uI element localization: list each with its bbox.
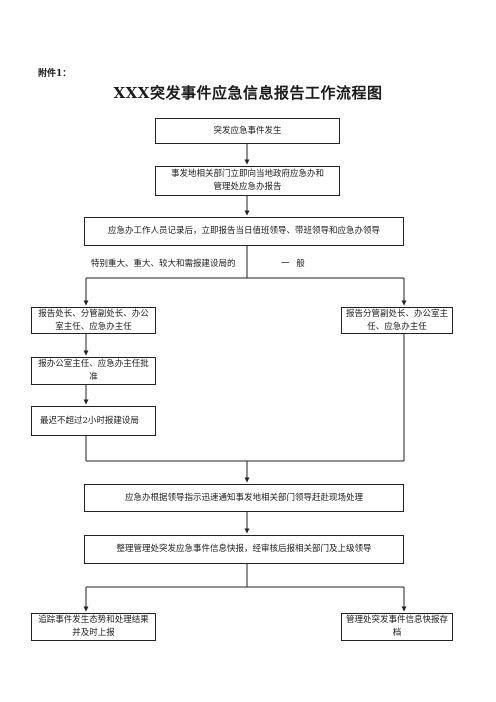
node-archive-report-text: 管理处突发事件信息快报存档 [346, 615, 449, 638]
node-notify-dept-text: 应急办根据领导指示迅速通知事发地相关部门领导赶赴现场处理 [124, 492, 363, 503]
node-report-leaders-right: 报告分管副处长、办公室主任、应急办主任 [341, 307, 453, 334]
attachment-label: 附件1： [38, 69, 72, 79]
node-director-approve: 报办公室主任、应急办主任批准 [31, 357, 156, 385]
node-dept-report: 事发地相关部门立即向当地政府应急办和管理处应急办报告 [155, 166, 340, 196]
node-compile-report: 整理管理处突发应急事件信息快报，经审核后报相关部门及上级领导 [84, 535, 404, 564]
node-report-bureau: 最迟不超过2小时报建设局 [31, 406, 156, 436]
node-notify-dept: 应急办根据领导指示迅速通知事发地相关部门领导赶赴现场处理 [84, 484, 404, 512]
node-archive-report: 管理处突发事件信息快报存档 [341, 613, 453, 641]
node-compile-report-text: 整理管理处突发应急事件信息快报，经审核后报相关部门及上级领导 [116, 544, 372, 554]
node-report-bureau-text: 最迟不超过2小时报建设局 [40, 415, 139, 426]
node-report-leaders-left-text: 报告处长、分管副处长、办公室主任、应急办主任 [38, 308, 149, 332]
node-office-record-text: 应急办工作人员记录后，立即报告当日值班领导、带班领导和应急办领导 [107, 226, 380, 236]
node-track-event: 追踪事件发生态势和处理结果并及时上报 [31, 613, 156, 641]
node-report-leaders-right-text: 报告分管副处长、办公室主任、应急办主任 [346, 308, 449, 332]
branch-label-major: 特别重大、重大、较大和需报建设局的 [91, 259, 236, 269]
node-start: 突发应急事件发生 [155, 118, 340, 144]
branch-label-general: 一 般 [281, 259, 307, 269]
node-office-record: 应急办工作人员记录后，立即报告当日值班领导、带班领导和应急办领导 [84, 217, 404, 246]
page-title: XXX突发事件应急信息报告工作流程图 [113, 84, 383, 102]
node-start-text: 突发应急事件发生 [213, 125, 282, 136]
node-track-event-text: 追踪事件发生态势和处理结果并及时上报 [38, 615, 149, 638]
node-report-leaders-left: 报告处长、分管副处长、办公室主任、应急办主任 [31, 307, 156, 334]
node-dept-report-text: 事发地相关部门立即向当地政府应急办和管理处应急办报告 [170, 169, 324, 192]
node-director-approve-text: 报办公室主任、应急办主任批准 [38, 359, 149, 382]
